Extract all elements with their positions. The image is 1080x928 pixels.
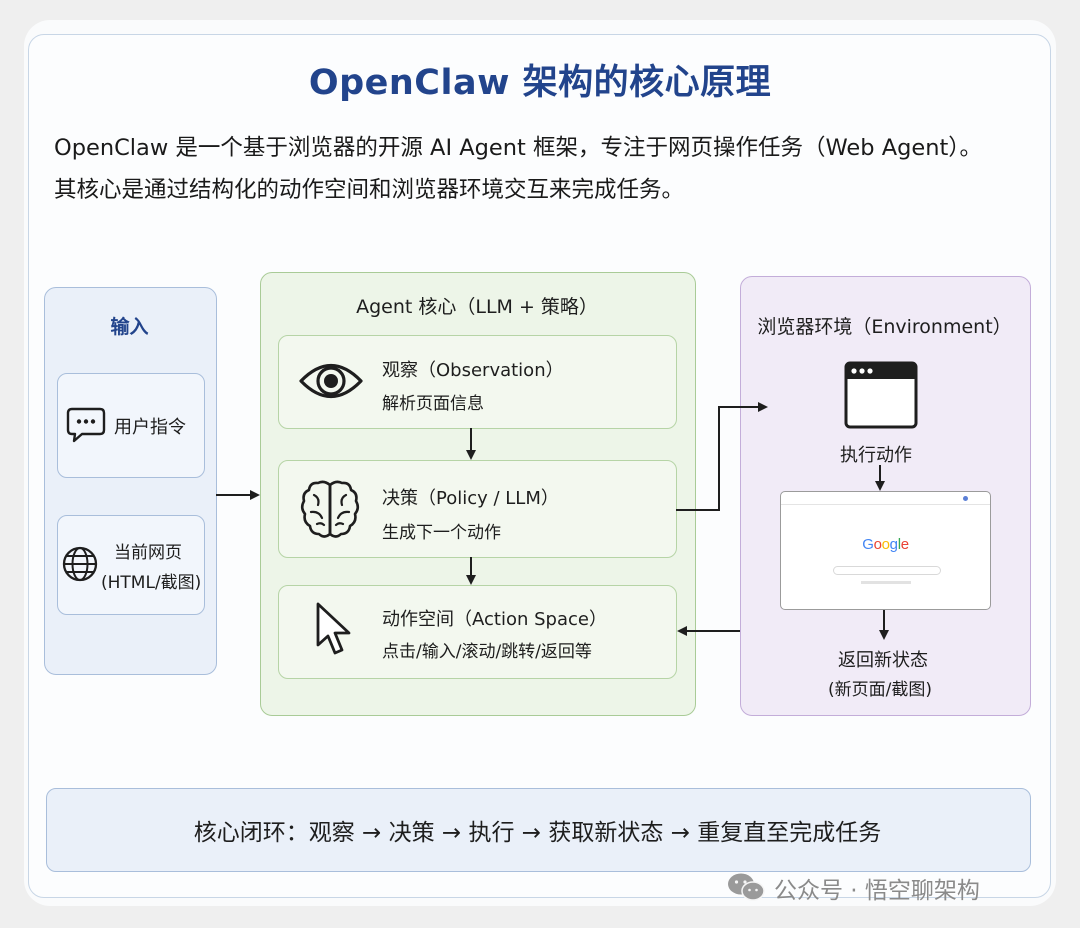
return-state-detail: (新页面/截图) bbox=[828, 680, 932, 700]
current-page-label: 当前网页 bbox=[114, 543, 182, 563]
watermark-text: 公众号 · 悟空聊架构 bbox=[774, 878, 980, 904]
core-loop-text: 核心闭环：观察 → 决策 → 执行 → 获取新状态 → 重复直至完成任务 bbox=[193, 820, 882, 846]
browser-window-icon bbox=[844, 361, 918, 429]
agent-core-title: Agent 核心（LLM + 策略） bbox=[356, 296, 598, 318]
core-loop-footer bbox=[46, 788, 1031, 872]
input-title: 输入 bbox=[110, 316, 149, 338]
policy-card bbox=[278, 460, 677, 558]
environment-title: 浏览器环境（Environment） bbox=[757, 316, 1012, 338]
observation-title: 观察（Observation） bbox=[382, 360, 564, 381]
eye-icon bbox=[299, 364, 363, 398]
action-space-desc: 点击/输入/滚动/跳转/返回等 bbox=[382, 642, 592, 662]
wechat-icon bbox=[728, 873, 765, 901]
arrow-agent-to-environment bbox=[676, 402, 768, 511]
brain-icon bbox=[300, 480, 360, 538]
policy-title: 决策（Policy / LLM） bbox=[382, 488, 559, 509]
globe-icon bbox=[62, 546, 98, 582]
page-title: OpenClaw 架构的核心原理 bbox=[308, 63, 772, 103]
browser-screenshot: Google bbox=[780, 491, 991, 610]
cursor-icon bbox=[316, 602, 351, 655]
user-instruction-label: 用户指令 bbox=[114, 417, 186, 438]
speech-bubble-icon bbox=[66, 407, 106, 443]
policy-desc: 生成下一个动作 bbox=[382, 523, 501, 543]
current-page-format: (HTML/截图) bbox=[101, 573, 202, 593]
execute-action-label: 执行动作 bbox=[840, 445, 912, 466]
action-space-title: 动作空间（Action Space） bbox=[382, 609, 607, 630]
return-state-label: 返回新状态 bbox=[838, 650, 928, 671]
observation-desc: 解析页面信息 bbox=[382, 394, 484, 414]
intro-line-1: OpenClaw 是一个基于浏览器的开源 AI Agent 框架，专注于网页操作… bbox=[54, 135, 983, 161]
user-instruction-card bbox=[57, 373, 205, 478]
intro-line-2: 其核心是通过结构化的动作空间和浏览器环境交互来完成任务。 bbox=[54, 177, 685, 203]
search-bar bbox=[833, 566, 941, 575]
google-logo: Google bbox=[862, 536, 909, 553]
